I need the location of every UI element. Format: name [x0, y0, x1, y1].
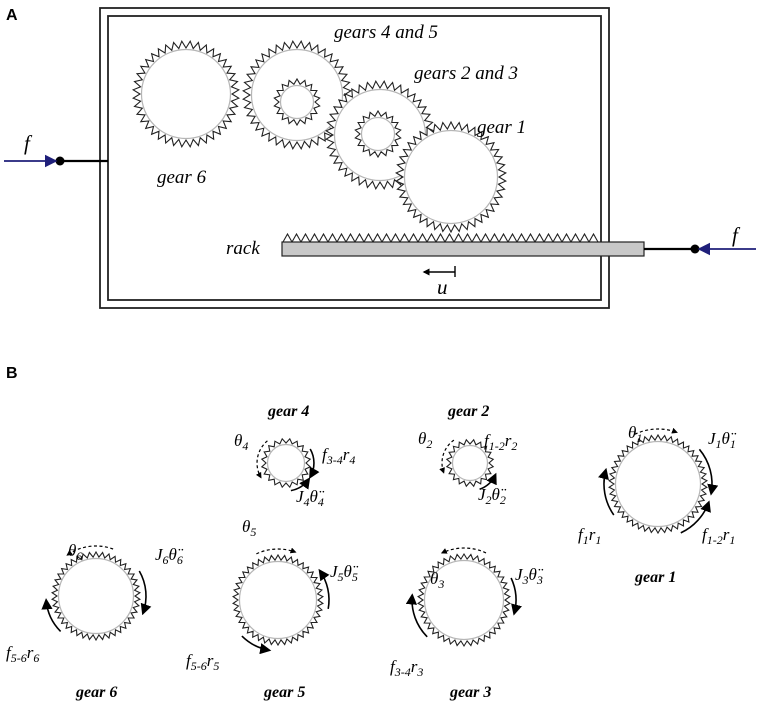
- rack: [281, 232, 700, 257]
- symbol-theta4: θ4: [234, 431, 248, 453]
- label-gears-2-3: gears 2 and 3: [414, 63, 518, 84]
- symbol-j1: J1θ̈1: [708, 429, 737, 451]
- fbd-gear-1: [608, 433, 708, 535]
- fbd-label-gear-4: gear 4: [267, 403, 309, 420]
- gear-2: [354, 109, 402, 159]
- symbol-theta5: θ5: [242, 517, 256, 539]
- fbd-label-gear-1: gear 1: [634, 569, 676, 586]
- gear-1: [394, 120, 508, 234]
- symbol-f34r4: f3-4r4: [322, 445, 355, 467]
- symbol-j2: J2θ̈2: [478, 485, 507, 507]
- symbol-f56r5: f5-6r5: [186, 651, 219, 673]
- f12r1-arrow: [680, 500, 711, 534]
- symbol-f1r1: f1r1: [578, 525, 601, 547]
- theta3-arrow: [440, 547, 487, 554]
- symbol-theta2: θ2: [418, 429, 432, 451]
- f34r4-arrow: [309, 448, 320, 479]
- theta6-arrow: [66, 545, 114, 556]
- theta1-arrow: [634, 427, 678, 435]
- fbd-label-gear-3: gear 3: [449, 684, 491, 701]
- fbd-gear-2: [445, 438, 495, 488]
- symbol-f56r6: f5-6r6: [6, 643, 39, 665]
- label-gear-1: gear 1: [477, 117, 526, 138]
- symbol-j6: J6θ̈6: [155, 545, 184, 567]
- label-gears-4-5: gears 4 and 5: [334, 22, 438, 43]
- j2-arrow: [479, 472, 497, 491]
- j6-arrow: [138, 570, 152, 616]
- fbd-label-gear-5: gear 5: [263, 684, 305, 701]
- symbol-theta1: θ1: [628, 423, 642, 445]
- displacement-arrow: [422, 266, 456, 277]
- symbol-j4: J4θ̈4: [296, 487, 325, 509]
- symbol-j5: J5θ̈5: [330, 562, 359, 584]
- symbol-j3: J3θ̈3: [515, 565, 544, 587]
- symbol-f34r3: f3-4r3: [390, 657, 423, 679]
- symbol-theta3: θ3: [430, 569, 444, 591]
- gear-6: [131, 39, 241, 149]
- f1r1-arrow: [598, 467, 615, 516]
- label-rack: rack: [226, 238, 260, 259]
- j5-arrow: [318, 568, 330, 610]
- panel-a-letter: A: [6, 7, 18, 24]
- label-displacement: u: [437, 275, 448, 299]
- theta5-arrow: [256, 547, 297, 555]
- f56r5-arrow: [241, 635, 272, 655]
- symbol-theta6: θ6: [68, 541, 82, 563]
- gear-4: [273, 77, 321, 127]
- fbd-gear-3: [417, 552, 511, 648]
- input-rod: [55, 156, 108, 166]
- j3-arrow: [510, 577, 522, 616]
- label-force-left: f: [24, 131, 33, 155]
- symbol-f12r2: f1-2r2: [484, 431, 517, 453]
- symbol-f12r1: f1-2r1: [702, 525, 735, 547]
- label-gear-6: gear 6: [157, 167, 207, 188]
- j1-arrow: [698, 448, 719, 496]
- fbd-label-gear-2: gear 2: [447, 403, 489, 420]
- panel-b-letter: B: [6, 365, 18, 382]
- free-body-gears: [41, 427, 719, 655]
- housing-frame: [99, 7, 610, 309]
- j4-arrow: [290, 477, 311, 492]
- fbd-gear-5: [232, 553, 324, 647]
- theta2-arrow: [439, 439, 455, 474]
- label-force-right: f: [732, 223, 741, 247]
- fbd-gear-6: [50, 550, 142, 642]
- f34r3-arrow: [405, 593, 428, 638]
- gear-train-a: [131, 39, 508, 234]
- fbd-gear-4: [260, 437, 312, 489]
- f56r6-arrow: [41, 598, 62, 632]
- fbd-label-gear-6: gear 6: [75, 684, 117, 701]
